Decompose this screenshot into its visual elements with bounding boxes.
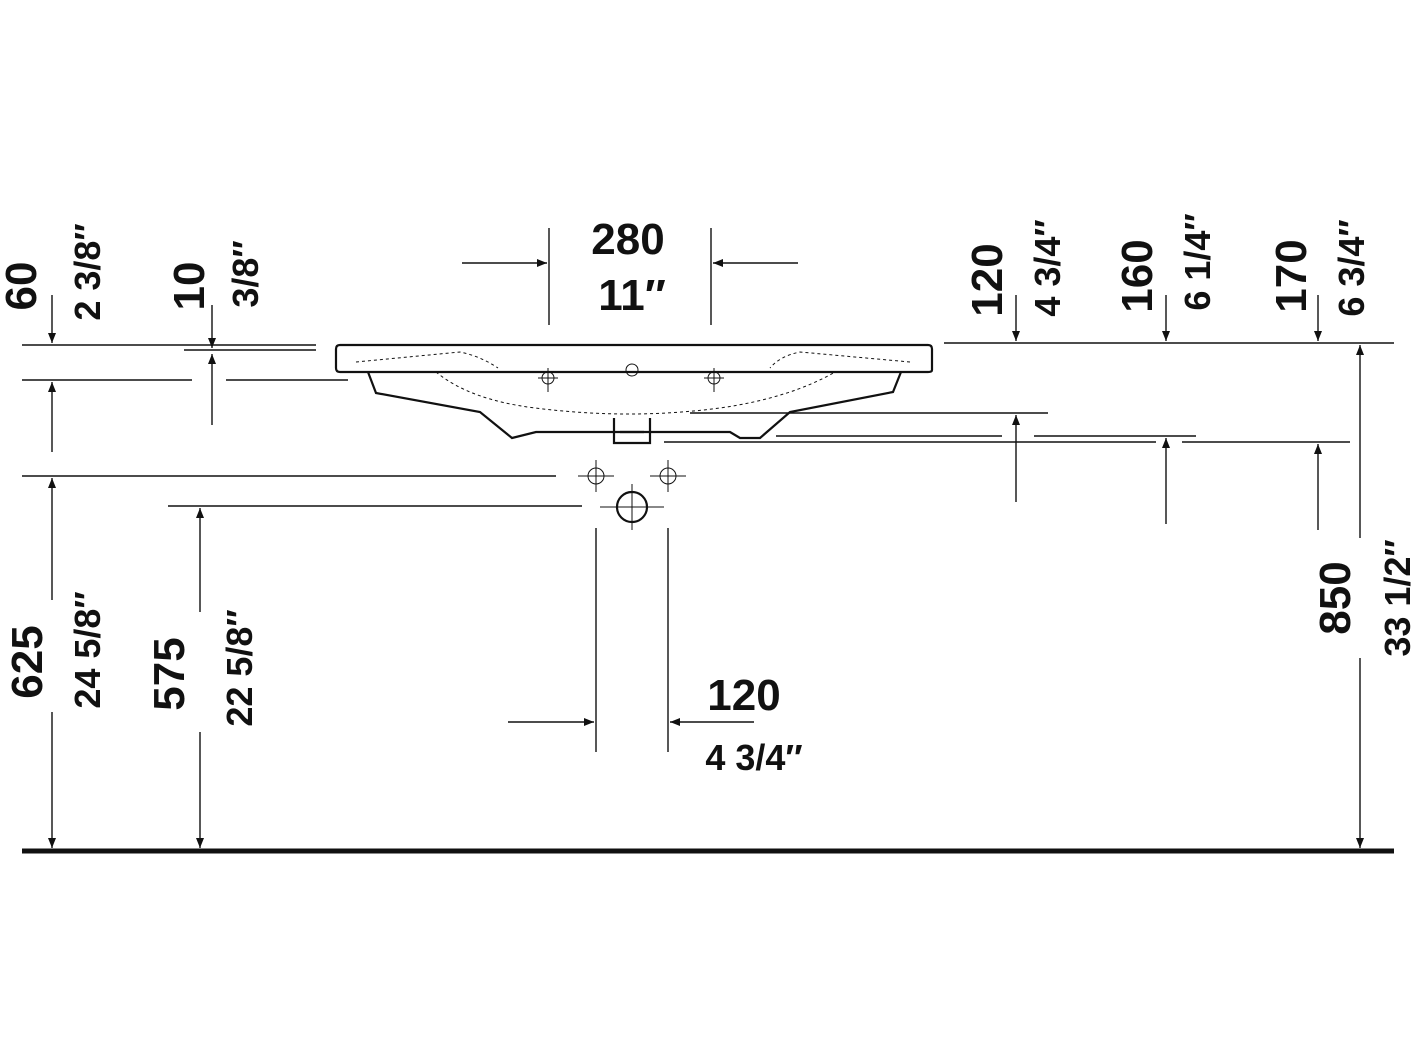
dim-right-160-mm: 160 bbox=[1113, 239, 1162, 312]
dimension-arrows bbox=[48, 259, 1364, 848]
dim-right-170-inch: 6 3/4″ bbox=[1331, 219, 1372, 316]
dim-850-mm: 850 bbox=[1311, 561, 1360, 634]
dim-right-170-mm: 170 bbox=[1267, 239, 1316, 312]
drain-outlet bbox=[612, 418, 652, 445]
basin-rim bbox=[334, 343, 934, 374]
dim-bottom-120-inch: 4 3/4″ bbox=[705, 737, 802, 778]
bowl-contour bbox=[435, 371, 836, 415]
dim-bottom-120-mm: 120 bbox=[707, 671, 780, 720]
dim-10-mm: 10 bbox=[165, 262, 214, 311]
dim-625-inch: 24 5/8″ bbox=[67, 591, 108, 708]
dim-280-mm: 280 bbox=[591, 215, 664, 264]
dim-10-inch: 3/8″ bbox=[225, 240, 266, 307]
basin-drawing bbox=[334, 343, 934, 445]
dim-60-mm: 60 bbox=[0, 262, 46, 311]
overflow-hole-icon bbox=[625, 363, 639, 377]
dim-right-120-mm: 120 bbox=[963, 243, 1012, 316]
extension-lines bbox=[22, 228, 1394, 752]
dim-60-inch: 2 3/8″ bbox=[67, 223, 108, 320]
dim-right-120-inch: 4 3/4″ bbox=[1027, 219, 1068, 316]
dim-850-inch: 33 1/2″ bbox=[1377, 539, 1416, 656]
dim-575-mm: 575 bbox=[145, 637, 194, 710]
dim-575-inch: 22 5/8″ bbox=[219, 609, 260, 726]
connection-symbols bbox=[578, 460, 686, 530]
dim-625-mm: 625 bbox=[3, 625, 52, 698]
basin-underside bbox=[366, 371, 903, 440]
dim-right-160-inch: 6 1/4″ bbox=[1177, 213, 1218, 310]
dim-280-inch: 11″ bbox=[598, 271, 666, 320]
